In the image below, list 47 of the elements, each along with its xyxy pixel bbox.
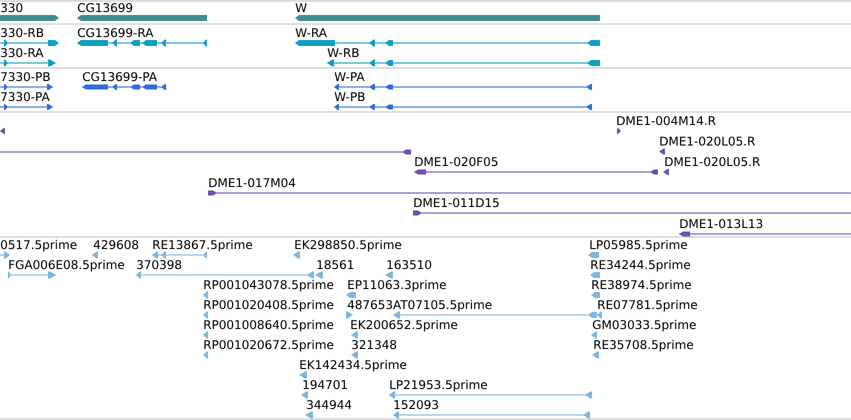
feature-label: 370398	[137, 260, 182, 270]
feature-label: RP001043078.5prime	[204, 280, 334, 292]
feature-label: RE13867.5prime	[153, 240, 252, 252]
feature-label: DME1-020L05.R	[660, 136, 755, 146]
feature-label: RE38974.5prime	[592, 280, 692, 292]
feature-label: FGA006E08.5prime	[9, 260, 124, 272]
feature-label: DME1-011D15	[414, 198, 499, 208]
feature-label: W-PA	[334, 72, 364, 81]
feature-label: LP05985.5prime	[590, 240, 688, 252]
feature-label: W-PB	[334, 92, 365, 101]
feature-label: DME1-017M04	[209, 178, 296, 188]
feature-label: RE35708.5prime	[594, 340, 694, 352]
feature-label: W	[296, 3, 307, 12]
feature-label: EK200652.5prime	[351, 320, 458, 332]
feature-label: DME1-004M14.R	[617, 116, 716, 126]
feature-label: DME1-020L05.R	[665, 157, 760, 166]
feature-label: 7330-PA	[1, 92, 50, 102]
feature-label: 344944	[307, 400, 352, 410]
feature-label: CG13699-PA	[82, 72, 157, 82]
feature-label: DME1-013L13	[680, 219, 762, 228]
feature-label: 330	[1, 3, 22, 12]
feature-label: 18561	[318, 260, 354, 270]
feature-label: RP001020408.5prime	[204, 300, 334, 312]
feature-label: 152093	[394, 400, 438, 410]
feature-label: RE34244.5prime	[591, 260, 690, 272]
feature-label: 330-RA	[1, 48, 44, 58]
feature-label: 487653AT07105.5prime	[348, 300, 492, 312]
feature-label: RP001008640.5prime	[204, 320, 334, 332]
feature-label: 330-RB	[1, 28, 44, 38]
feature-label: LP21953.5prime	[390, 380, 488, 392]
feature-label: 163510	[388, 260, 432, 270]
feature-label: W-RA	[296, 28, 327, 37]
feature-label: 7330-PB	[1, 72, 50, 82]
feature-label: CG13699-RA	[78, 28, 154, 38]
feature-label: 429608	[94, 240, 138, 250]
feature-label: DME1-020F05	[415, 157, 498, 166]
feature-label: EK298850.5prime	[295, 240, 402, 252]
feature-label: GM03033.5prime	[592, 320, 696, 332]
feature-label: RP001020672.5prime	[204, 340, 334, 352]
feature-label: RE07781.5prime	[598, 300, 698, 312]
feature-label: EK142434.5prime	[300, 360, 406, 372]
feature-label: EP11063.3prime	[348, 280, 446, 292]
feature-label: 194701	[304, 380, 347, 390]
feature-label: W-RB	[328, 48, 359, 57]
feature-label: CG13699	[78, 3, 132, 12]
feature-label: 0517.5prime	[1, 240, 76, 252]
feature-label: 321348	[352, 340, 396, 350]
